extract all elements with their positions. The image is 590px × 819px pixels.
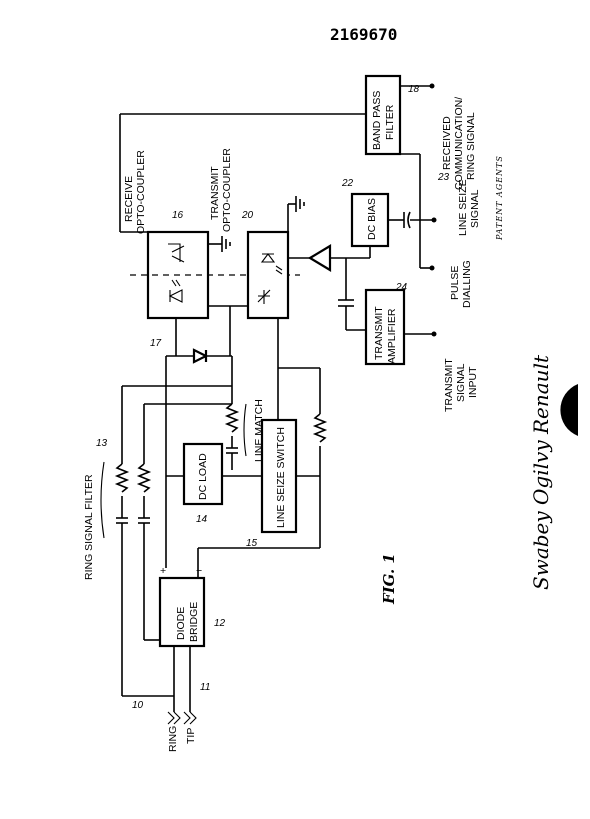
tip-terminal-icon [183, 711, 197, 725]
transmit-opto-label: TRANSMIT OPTO-COUPLER [209, 148, 233, 232]
diode-bridge-minus: − [196, 565, 202, 577]
signature-name: Swabey Ogilvy Renault [529, 354, 553, 590]
transmit-signal-input-label: TRANSMIT SIGNAL INPUT [443, 358, 479, 412]
band-pass-filter-label-2: FILTER [384, 104, 396, 140]
diode-bridge-label-2: BRIDGE [188, 602, 200, 642]
figure-label: FIG. 1 [380, 553, 398, 605]
diode-bridge-label-1: DIODE [175, 607, 187, 640]
ref-17: 17 [150, 338, 162, 349]
svg-text:RECEIVED: RECEIVED [441, 116, 453, 170]
ref-24: 24 [395, 282, 408, 293]
dc-bias-label: DC BIAS [366, 198, 378, 240]
punch-hole-mark [560, 384, 578, 436]
signature-subtitle: PATENT AGENTS [495, 155, 504, 241]
svg-text:COMMUNICATION/: COMMUNICATION/ [453, 97, 465, 190]
ref-12: 12 [214, 618, 226, 629]
line-seize-switch-label: LINE SEIZE SWITCH [275, 427, 287, 528]
ring-label: RING [167, 726, 179, 752]
ref-13: 13 [96, 438, 108, 449]
diode-bridge-plus: + [160, 565, 166, 577]
transmit-amplifier-label-2: AMPLIFIER [386, 308, 398, 364]
band-pass-filter-label-1: BAND PASS [371, 91, 383, 150]
ring-signal-filter-label: RING SIGNAL FILTER [83, 474, 95, 580]
buffer-amplifier-symbol [307, 244, 332, 272]
tip-label: TIP [185, 728, 197, 744]
ref-11: 11 [200, 682, 210, 693]
ref-15: 15 [246, 538, 258, 549]
patent-number: 2169670 [330, 25, 397, 44]
ref-14: 14 [196, 514, 208, 525]
svg-text:OPTO-COUPLER: OPTO-COUPLER [135, 150, 147, 234]
dc-load-label: DC LOAD [197, 453, 209, 500]
ref-23: 23 [437, 172, 450, 183]
ground-icon [295, 196, 305, 212]
svg-text:TRANSMIT: TRANSMIT [209, 166, 221, 220]
ref-10: 10 [132, 700, 144, 711]
svg-text:DIALLING: DIALLING [461, 260, 473, 308]
ref-18: 18 [408, 84, 420, 95]
ring-terminal-icon [167, 711, 181, 725]
received-comm-label: RECEIVED COMMUNICATION/ RING SIGNAL [441, 97, 477, 190]
svg-text:LINE SEIZE: LINE SEIZE [457, 179, 469, 236]
ground-icon [221, 236, 231, 252]
dc-load-block [182, 442, 224, 506]
svg-text:RING SIGNAL: RING SIGNAL [465, 112, 477, 180]
svg-text:INPUT: INPUT [467, 366, 479, 398]
svg-text:TRANSMIT: TRANSMIT [443, 358, 455, 412]
svg-text:RECEIVE: RECEIVE [123, 176, 135, 222]
svg-text:SIGNAL: SIGNAL [469, 189, 481, 228]
receive-opto-label: RECEIVE OPTO-COUPLER [123, 150, 147, 234]
transmit-amplifier-block [364, 288, 406, 366]
dc-bias-block [350, 192, 390, 248]
pulse-dialling-label: PULSE DIALLING [449, 260, 473, 308]
svg-text:PULSE: PULSE [449, 266, 461, 300]
svg-text:OPTO-COUPLER: OPTO-COUPLER [221, 148, 233, 232]
transmit-opto-coupler-block [246, 230, 290, 320]
ref-22: 22 [341, 178, 354, 189]
diode-bridge-block [158, 576, 206, 648]
ref-20: 20 [241, 210, 254, 221]
signature: Swabey Ogilvy Renault [529, 354, 553, 590]
ref-16: 16 [172, 210, 184, 221]
line-seize-signal-label: LINE SEIZE SIGNAL [457, 179, 481, 236]
svg-text:SIGNAL: SIGNAL [455, 363, 467, 402]
transmit-amplifier-label-1: TRANSMIT [373, 306, 385, 360]
